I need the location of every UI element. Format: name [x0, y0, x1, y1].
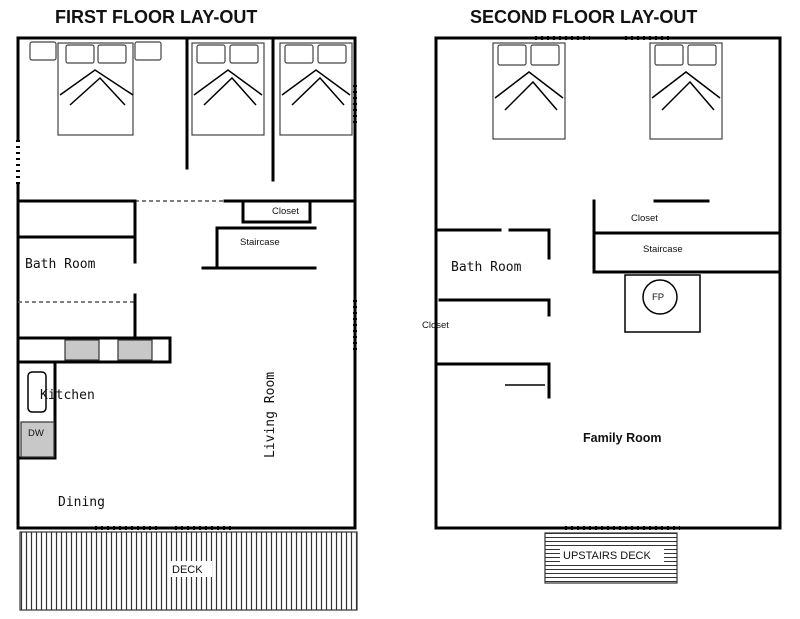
second-floor-closet-label: Closet — [631, 213, 658, 224]
second-floor-lower-closet-label: Closet — [422, 320, 449, 331]
sink — [117, 339, 153, 361]
living-room-label: Living Room — [263, 372, 278, 458]
second-floor-bed-1 — [492, 42, 566, 140]
deck-label: DECK — [172, 564, 203, 576]
second-floor-walls — [434, 36, 782, 530]
second-floor-title: SECOND FLOOR LAY-OUT — [470, 7, 697, 27]
second-floor: SECOND FLOOR LAY-OUT — [422, 7, 782, 584]
second-floor-bath-room-label: Bath Room — [451, 260, 522, 275]
first-floor-closet-label: Closet — [272, 206, 299, 217]
second-floor-staircase-label: Staircase — [643, 244, 683, 255]
dining-label: Dining — [58, 495, 105, 510]
first-floor-bed-1 — [29, 41, 162, 136]
dw-label: DW — [28, 428, 44, 439]
fireplace — [642, 279, 678, 315]
first-floor-walls — [16, 36, 357, 530]
fireplace-hearth — [624, 274, 701, 333]
first-floor-bed-2 — [191, 42, 265, 136]
first-floor-bed-3 — [279, 42, 353, 136]
kitchen-label: Kitchen — [40, 388, 95, 403]
first-floor-staircase-label: Staircase — [240, 237, 280, 248]
dishwasher — [20, 421, 55, 458]
fp-label: FP — [652, 292, 664, 303]
family-room-label: Family Room — [583, 431, 662, 445]
upstairs-deck-label: UPSTAIRS DECK — [563, 550, 651, 562]
first-floor-bath-room-label: Bath Room — [25, 257, 96, 272]
first-floor-title: FIRST FLOOR LAY-OUT — [55, 7, 257, 27]
deck-label-bg — [168, 561, 212, 577]
kitchen-sink-basin — [27, 371, 47, 413]
upstairs-deck-label-bg — [560, 548, 664, 562]
second-floor-bed-2 — [649, 42, 723, 140]
first-floor: FIRST FLOOR LAY-OUT — [16, 7, 358, 611]
stove — [64, 339, 100, 361]
